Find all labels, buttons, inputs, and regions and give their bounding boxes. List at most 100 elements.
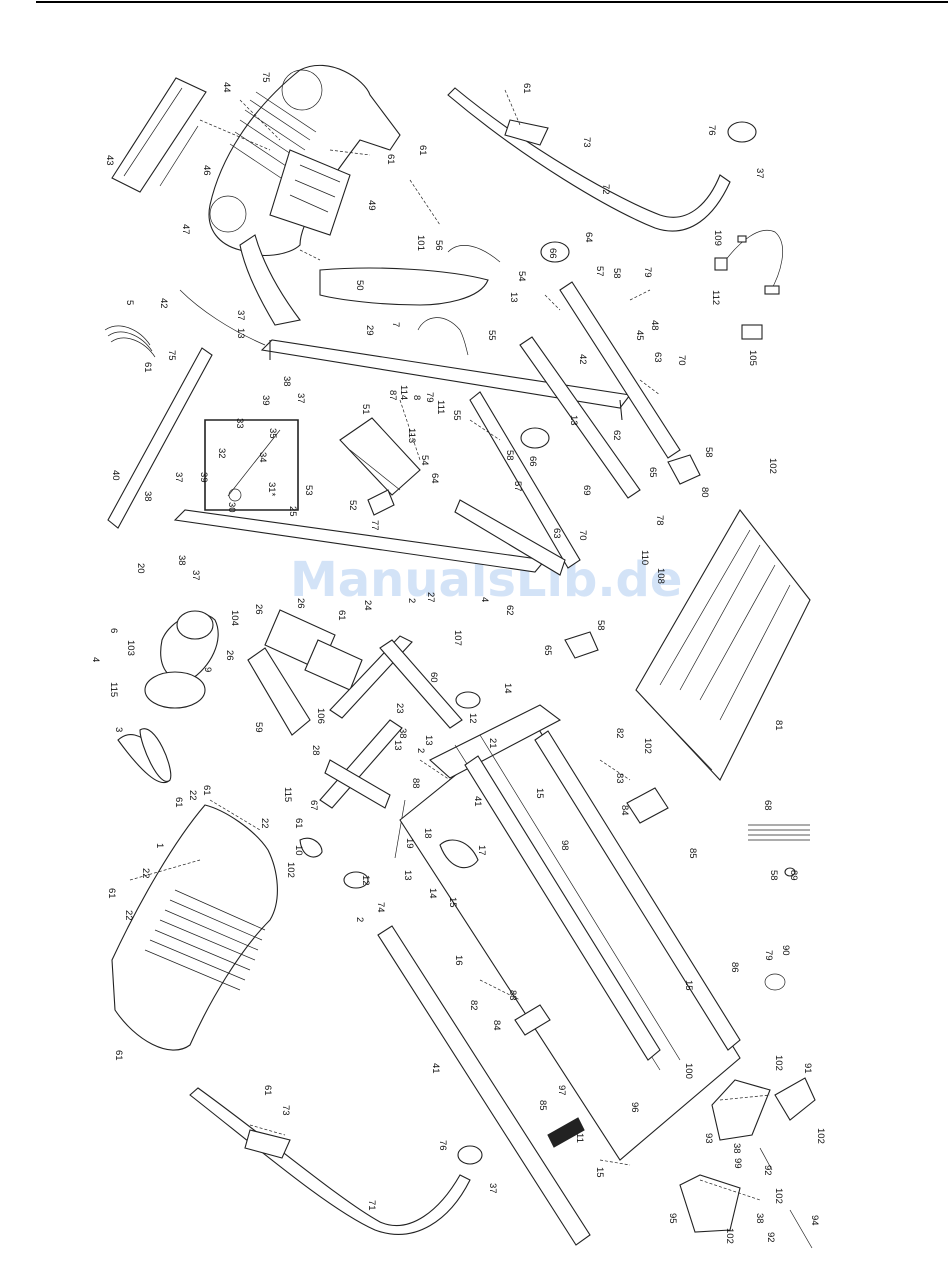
callout-103: 103 [125, 640, 136, 656]
callout-13b: 13 [235, 328, 246, 339]
callout-45: 45 [634, 330, 645, 341]
callout-93: 93 [703, 1133, 714, 1144]
callout-102d: 102 [773, 1055, 784, 1071]
callout-106: 106 [315, 708, 326, 724]
callout-83: 83 [614, 773, 625, 784]
callout-74: 74 [375, 902, 386, 913]
callout-107: 107 [452, 630, 463, 646]
callout-38: 38 [281, 376, 292, 387]
callout-102f: 102 [773, 1188, 784, 1204]
callout-3: 3 [113, 727, 124, 732]
callout-92b: 92 [765, 1232, 776, 1243]
callout-35: 35 [267, 428, 278, 439]
callout-78: 78 [654, 515, 665, 526]
callout-101: 101 [415, 235, 426, 251]
callout-15c: 15 [683, 980, 694, 991]
callout-12: 12 [467, 713, 478, 724]
callout-54: 54 [516, 271, 527, 282]
callout-70: 70 [676, 355, 687, 366]
callout-115: 115 [108, 682, 119, 697]
callout-6: 6 [108, 628, 119, 633]
callout-83b: 83 [507, 990, 518, 1001]
callout-65: 65 [647, 467, 658, 478]
callout-labels: 75 44 43 46 47 61 49 61 101 56 50 61 73 … [90, 72, 826, 1244]
callout-76b: 76 [437, 1140, 448, 1151]
callout-102e: 102 [815, 1128, 826, 1144]
callout-75b: 75 [166, 350, 177, 361]
callout-37f: 37 [487, 1183, 498, 1194]
callout-33: 33 [234, 418, 245, 429]
drive-motor [117, 610, 219, 783]
callout-32: 32 [216, 448, 227, 459]
callout-16: 16 [453, 955, 464, 966]
callout-67: 67 [308, 800, 319, 811]
callout-20: 20 [135, 563, 146, 574]
callout-64b: 64 [429, 473, 440, 484]
small-parts [139, 728, 810, 991]
callout-37c: 37 [295, 393, 306, 404]
callout-37b: 37 [235, 310, 246, 321]
callout-56: 56 [433, 240, 444, 251]
callout-49: 49 [366, 200, 377, 211]
callout-40: 40 [110, 470, 121, 481]
callout-37e: 37 [190, 570, 201, 581]
callout-57: 57 [594, 266, 605, 277]
callout-110: 110 [639, 550, 650, 565]
callout-95: 95 [667, 1213, 678, 1224]
callout-9: 9 [202, 667, 213, 672]
callout-8: 8 [411, 395, 422, 400]
callout-79b: 79 [424, 392, 435, 403]
callout-88: 88 [410, 778, 421, 789]
callout-61c: 61 [521, 83, 532, 94]
callout-61d: 61 [142, 362, 153, 373]
callout-41: 41 [472, 796, 483, 807]
callout-47: 47 [180, 224, 191, 235]
wire-harnesses [104, 245, 501, 358]
walking-deck [377, 704, 741, 1246]
lower-frame [319, 635, 481, 889]
callout-86: 86 [729, 962, 740, 973]
callout-61f: 61 [201, 785, 212, 796]
handrail-left [189, 1087, 483, 1235]
callout-13d: 13 [423, 735, 434, 746]
callout-72: 72 [600, 184, 611, 195]
callout-100: 100 [683, 1063, 694, 1079]
callout-61b: 61 [417, 145, 428, 156]
callout-64: 64 [583, 232, 594, 243]
callout-51: 51 [360, 404, 371, 415]
callout-38f: 38 [754, 1213, 765, 1224]
callout-58b: 58 [703, 447, 714, 458]
callout-96: 96 [629, 1102, 640, 1113]
callout-22d: 22 [123, 910, 134, 921]
callout-77: 77 [369, 520, 380, 531]
callout-105: 105 [747, 350, 758, 366]
callout-34: 34 [257, 452, 268, 463]
callout-19: 19 [404, 838, 415, 849]
callout-44: 44 [221, 82, 232, 93]
callout-58: 58 [611, 268, 622, 279]
callout-42: 42 [577, 354, 588, 365]
callout-99: 99 [732, 1158, 743, 1169]
callout-39b: 39 [198, 472, 209, 483]
callout-28: 28 [310, 745, 321, 756]
callout-52: 52 [347, 500, 358, 511]
callout-48: 48 [649, 320, 660, 331]
callout-104: 104 [229, 610, 240, 626]
callout-97: 97 [556, 1085, 567, 1096]
callout-76: 76 [706, 125, 717, 136]
callout-13c: 13 [568, 415, 579, 426]
callout-50: 50 [354, 280, 365, 291]
callout-42b: 42 [158, 298, 169, 309]
callout-66: 66 [547, 248, 558, 259]
callout-75: 75 [260, 72, 271, 83]
callout-29: 29 [364, 325, 375, 336]
callout-79: 79 [642, 267, 653, 278]
callout-23: 23 [394, 703, 405, 714]
callout-108: 108 [655, 568, 666, 584]
callout-102c: 102 [285, 862, 296, 878]
callout-7: 7 [390, 322, 401, 327]
upright-frame [107, 339, 632, 573]
callout-26c: 26 [224, 650, 235, 661]
callout-98: 98 [559, 840, 570, 851]
